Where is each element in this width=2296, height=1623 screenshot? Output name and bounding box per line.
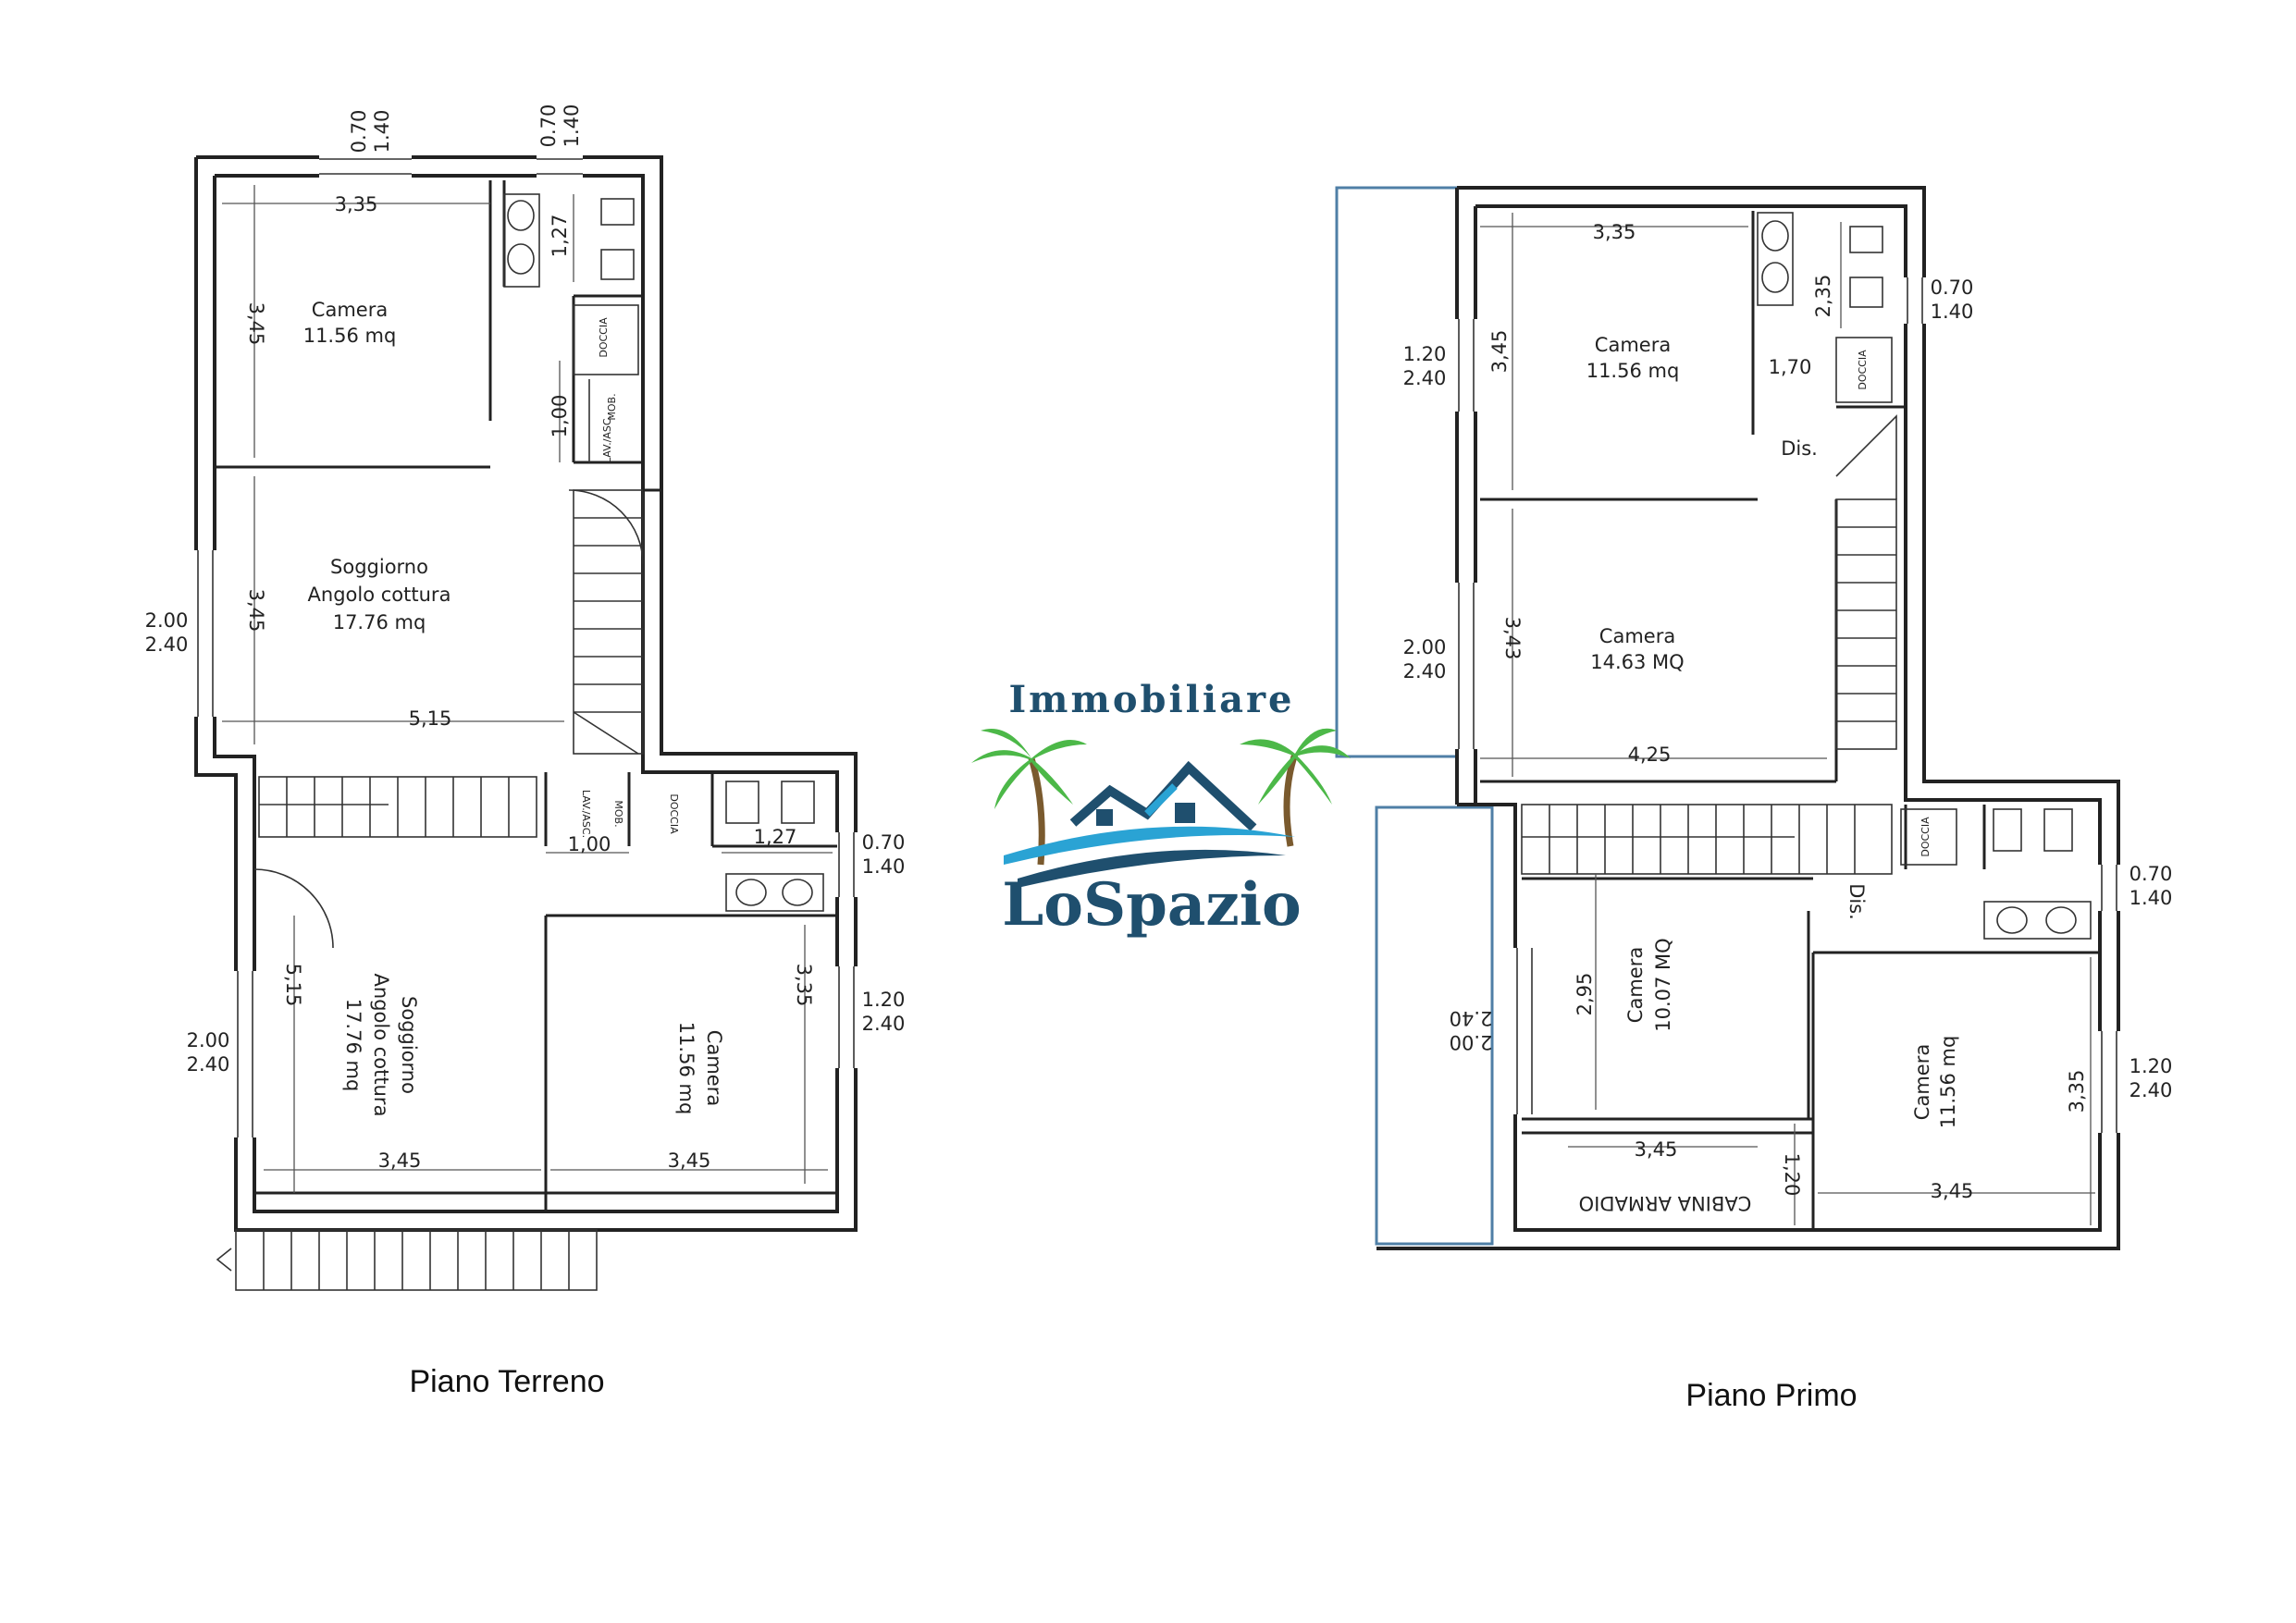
gf-dim-g: 1,00	[568, 833, 611, 855]
gf-room4-area: 11.56 mq	[675, 1022, 697, 1115]
gf-win6-a: 2.00	[187, 1029, 230, 1051]
gf-room3-area: 17.76 mq	[342, 999, 364, 1092]
ff-win5-b: 2.40	[1450, 1007, 1493, 1029]
logo-line1: Immobiliare	[1008, 678, 1294, 721]
ff-dim-k: 3,35	[2066, 1070, 2088, 1113]
ff-doccia1-label: DOCCIA	[1857, 350, 1869, 390]
ff-cabina-label: CABINA ARMADIO	[1579, 1192, 1752, 1214]
houses-icon	[1069, 760, 1257, 831]
gf-dim-i: 5,15	[282, 964, 304, 1007]
gf-win5-a: 1.20	[862, 989, 906, 1011]
ff-dim-a: 3,35	[1593, 221, 1636, 243]
gf-dim-l: 3,45	[668, 1150, 711, 1172]
ff-dim-e: 3,43	[1501, 617, 1524, 660]
ff-dim-c: 2,35	[1812, 275, 1834, 318]
gf-mob-label: MOB.	[606, 393, 618, 420]
gf-room2-name1: Soggiorno	[330, 556, 428, 578]
gf-dim-a: 3,35	[335, 193, 378, 215]
ff-win5-a: 2.00	[1450, 1031, 1493, 1053]
ff-win3-b: 2.40	[1403, 660, 1447, 682]
ff-room2-name: Camera	[1599, 625, 1675, 647]
gf-win5-b: 2.40	[862, 1013, 906, 1035]
first-floor-labels: Camera 11.56 mq Camera 14.63 MQ Camera 1…	[1403, 221, 2173, 1413]
gf-win3-a: 2.00	[145, 609, 189, 632]
ff-dim-d: 1,70	[1769, 356, 1812, 378]
gf-room3-name1: Soggiorno	[398, 996, 420, 1094]
gf-doccia-label: DOCCIA	[598, 317, 610, 358]
ff-room1-name: Camera	[1595, 334, 1671, 356]
gf-room1-area: 11.56 mq	[303, 325, 397, 347]
ff-dim-g: 2,95	[1574, 973, 1596, 1016]
ground-floor-plan	[191, 153, 860, 1291]
gf-lav-label: LAV./ASC.	[601, 415, 613, 463]
ff-dim-f: 4,25	[1628, 744, 1672, 766]
ff-win2-a: 0.70	[1931, 277, 1974, 299]
gf-win4-a: 0.70	[862, 831, 906, 854]
palm-tree-right-icon	[1240, 728, 1351, 847]
ground-floor-labels: Camera 11.56 mq Soggiorno Angolo cottura…	[145, 105, 906, 1399]
ff-dim-i: 1,20	[1781, 1153, 1803, 1197]
ff-doccia2-label: DOCCIA	[1920, 817, 1932, 857]
company-logo: Immobiliare LoS	[971, 678, 1351, 940]
gf-win4-b: 1.40	[862, 855, 906, 878]
gf-room1-name: Camera	[312, 299, 388, 321]
gf-dim-k: 3,45	[378, 1150, 422, 1172]
ff-win1-a: 1.20	[1403, 343, 1447, 365]
gf-caption: Piano Terreno	[409, 1364, 604, 1399]
gf-win3-b: 2.40	[145, 633, 189, 656]
gf-dim-d: 1,00	[549, 395, 571, 438]
ff-room3-name: Camera	[1624, 947, 1647, 1023]
gf-dim-e: 3,45	[245, 589, 267, 633]
ff-win4-a: 0.70	[2129, 863, 2173, 885]
ff-dim-h: 3,45	[1635, 1138, 1678, 1161]
ff-caption: Piano Primo	[1685, 1378, 1857, 1413]
first-floor-plan	[1335, 186, 2123, 1250]
ff-win6-b: 2.40	[2129, 1079, 2173, 1101]
gf-room2-name2: Angolo cottura	[308, 584, 451, 606]
gf-dim-j: 3,35	[793, 964, 815, 1007]
ff-dim-b: 3,45	[1488, 330, 1511, 374]
ff-win3-a: 2.00	[1403, 636, 1447, 658]
wave-icon	[1004, 826, 1295, 888]
gf-dim-b: 3,45	[245, 302, 267, 346]
ff-dis2-label: Dis.	[1845, 883, 1868, 920]
logo-line2: LoSpazio	[1002, 870, 1301, 940]
gf-room2-area: 17.76 mq	[333, 611, 426, 633]
gf-win2-a: 0.70	[537, 105, 560, 148]
ff-room2-area: 14.63 MQ	[1590, 651, 1684, 673]
gf-win6-b: 2.40	[187, 1053, 230, 1076]
ff-dim-j: 3,45	[1931, 1180, 1974, 1202]
gf-room4-name: Camera	[703, 1030, 725, 1106]
ff-win6-a: 1.20	[2129, 1055, 2173, 1077]
gf-dim-f: 5,15	[409, 707, 452, 730]
ff-win4-b: 1.40	[2129, 887, 2173, 909]
gf-dim-c: 1,27	[549, 215, 571, 258]
ff-room1-area: 11.56 mq	[1586, 360, 1680, 382]
ff-room4-name: Camera	[1911, 1044, 1933, 1120]
gf-win2-b: 1.40	[561, 105, 583, 148]
gf-win1-b: 1.40	[371, 110, 393, 154]
ff-room4-area: 11.56 mq	[1937, 1036, 1959, 1129]
ff-dis1-label: Dis.	[1781, 437, 1818, 460]
gf-win1-a: 0.70	[348, 110, 370, 154]
ff-win2-b: 1.40	[1931, 301, 1974, 323]
ff-win1-b: 2.40	[1403, 367, 1447, 389]
gf-room3-name2: Angolo cottura	[370, 974, 392, 1117]
gf-lav2-label: LAV./ASC.	[580, 790, 592, 838]
gf-dim-h: 1,27	[754, 826, 797, 848]
ff-room3-area: 10.07 MQ	[1652, 938, 1674, 1031]
gf-doccia2-label: DOCCIA	[668, 793, 680, 834]
gf-mob2-label: MOB.	[612, 800, 624, 827]
